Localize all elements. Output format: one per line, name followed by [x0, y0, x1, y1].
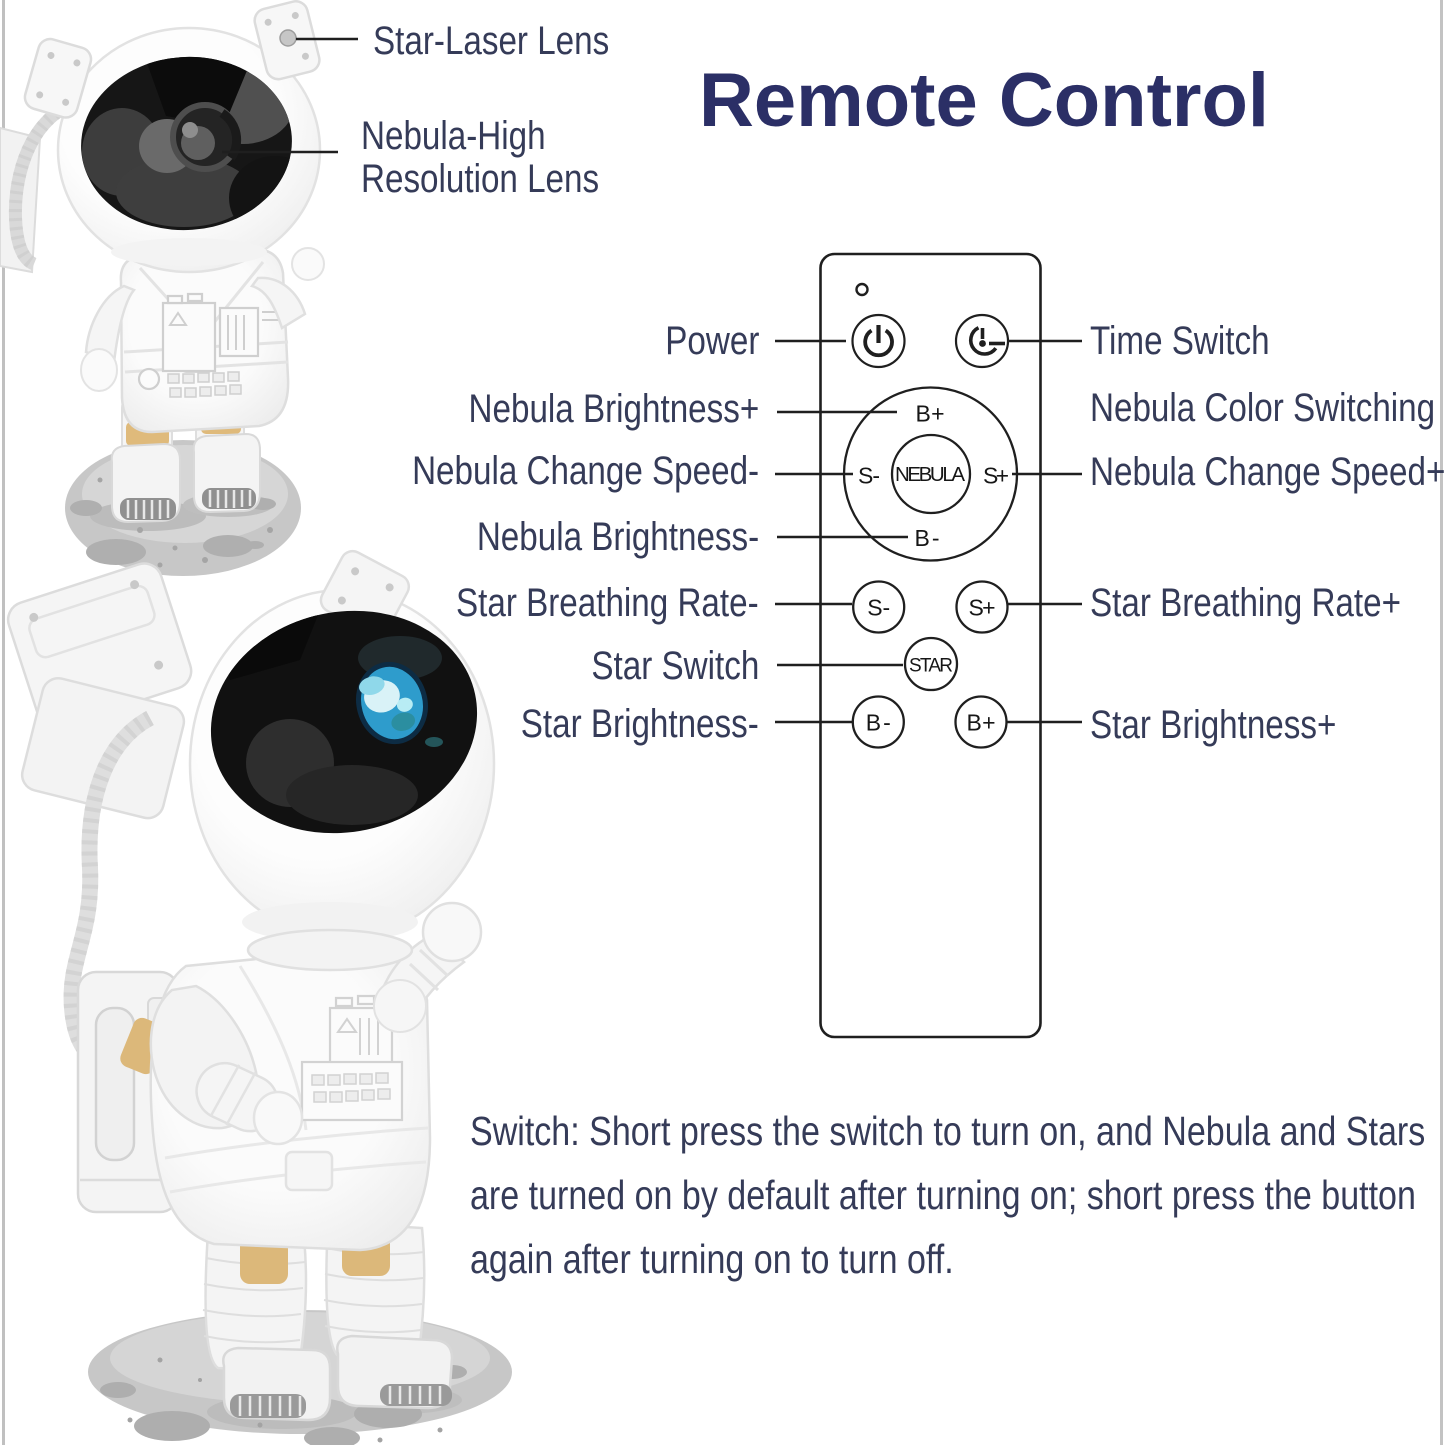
svg-text:NEBULA: NEBULA [895, 463, 965, 486]
svg-text:S+: S+ [969, 595, 996, 621]
svg-text:B+: B+ [916, 401, 945, 427]
svg-text:B+: B+ [967, 710, 996, 736]
svg-text:B-: B- [866, 710, 891, 736]
svg-text:STAR: STAR [909, 656, 953, 677]
svg-text:S-: S- [858, 463, 880, 489]
svg-text:S-: S- [867, 595, 890, 621]
svg-text:B-: B- [915, 525, 940, 551]
svg-text:S+: S+ [983, 463, 1009, 489]
